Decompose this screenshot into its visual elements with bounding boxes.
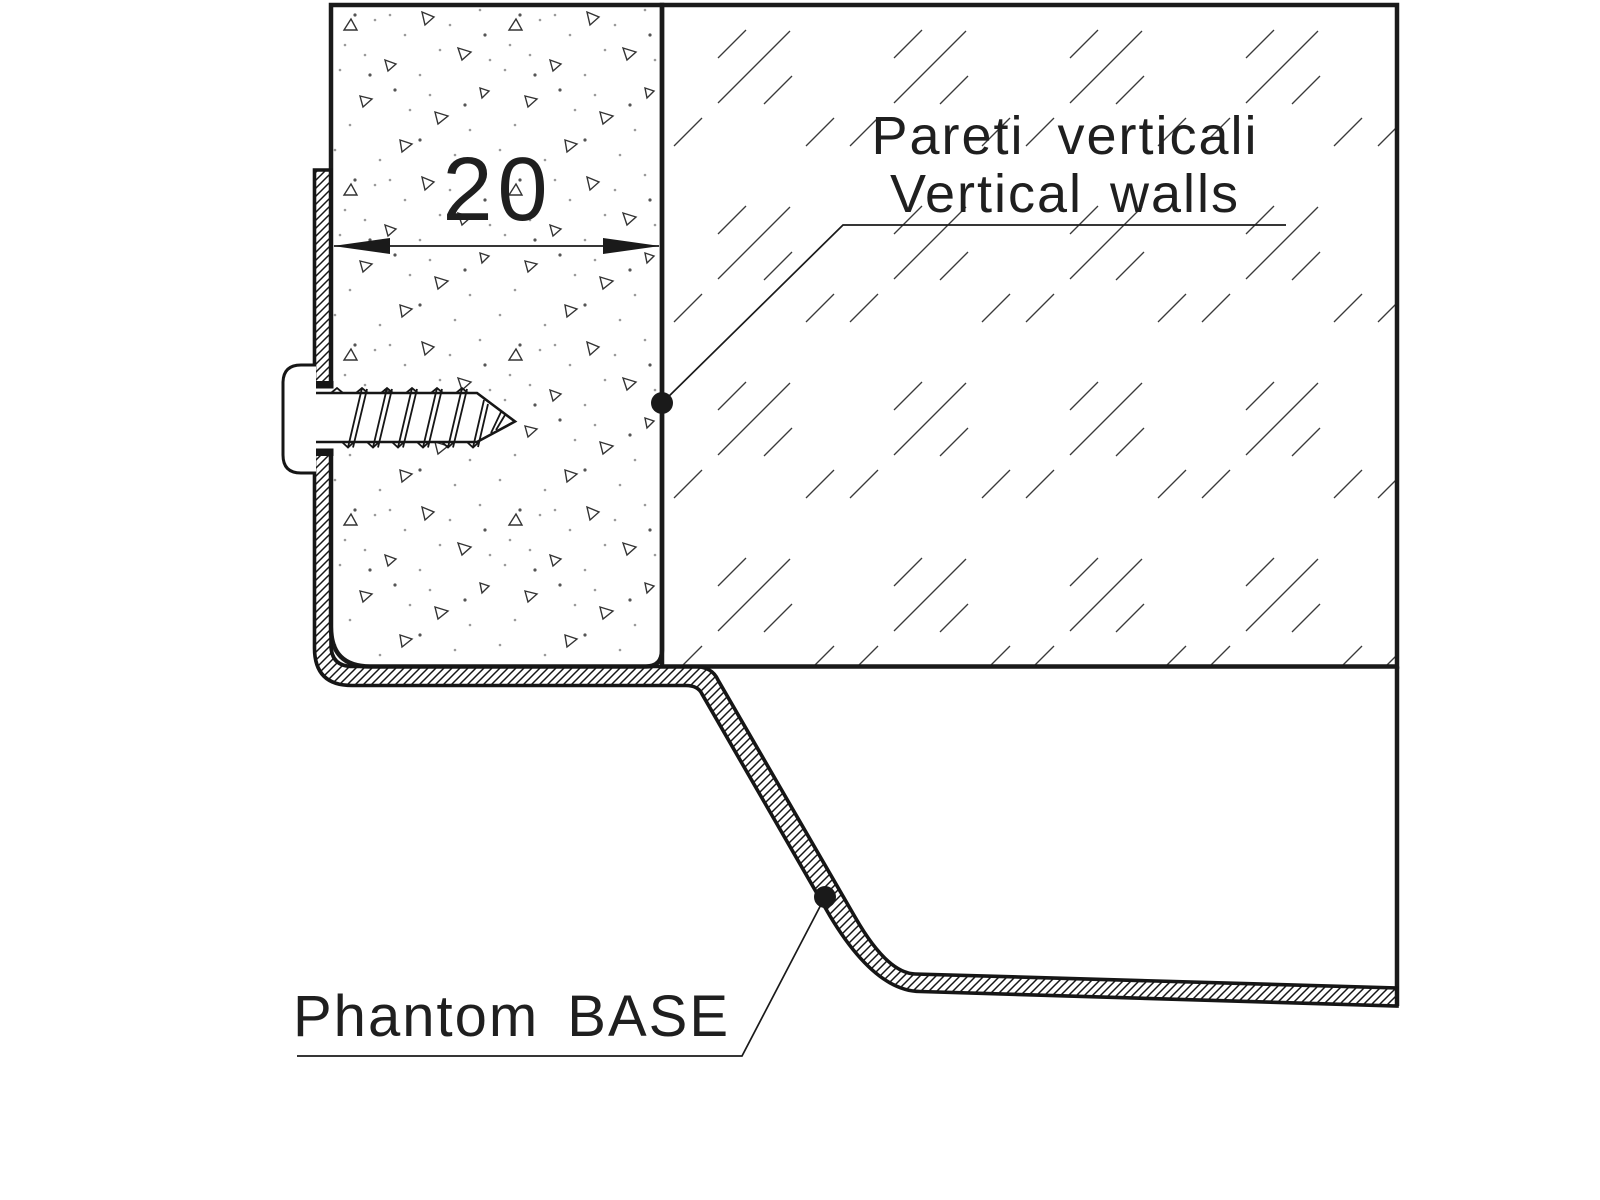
countertop-section xyxy=(328,2,665,669)
base-leader-line xyxy=(297,896,826,1057)
base-leader-dot xyxy=(814,886,836,908)
wall-label-line2: Vertical walls xyxy=(889,164,1241,224)
dimension-arrow-left xyxy=(333,238,390,254)
screw-shaft xyxy=(316,391,518,444)
wall-leader-line xyxy=(661,224,1286,404)
screw-flange-cap-top xyxy=(312,381,334,389)
base-label: Phantom BASE xyxy=(293,984,730,1049)
base-leader xyxy=(297,886,836,1057)
screw-threads xyxy=(347,387,506,448)
dimension-20 xyxy=(333,238,660,254)
wall-leader-dot xyxy=(651,392,673,414)
dimension-value-text: 20 xyxy=(442,140,553,240)
screw-shaft-fill xyxy=(316,393,515,442)
mounting-screw xyxy=(281,363,518,475)
screw-head xyxy=(281,363,316,475)
wall-leader xyxy=(651,224,1286,414)
dimension-arrow-right xyxy=(603,238,660,254)
screw-flange-cap-bottom xyxy=(312,448,334,456)
screw-thread-crests xyxy=(330,386,480,449)
wall-label-line1: Pareti verticali xyxy=(871,106,1259,166)
phantom-base-profile xyxy=(312,168,1399,1008)
vertical-wall-section xyxy=(659,2,1400,669)
